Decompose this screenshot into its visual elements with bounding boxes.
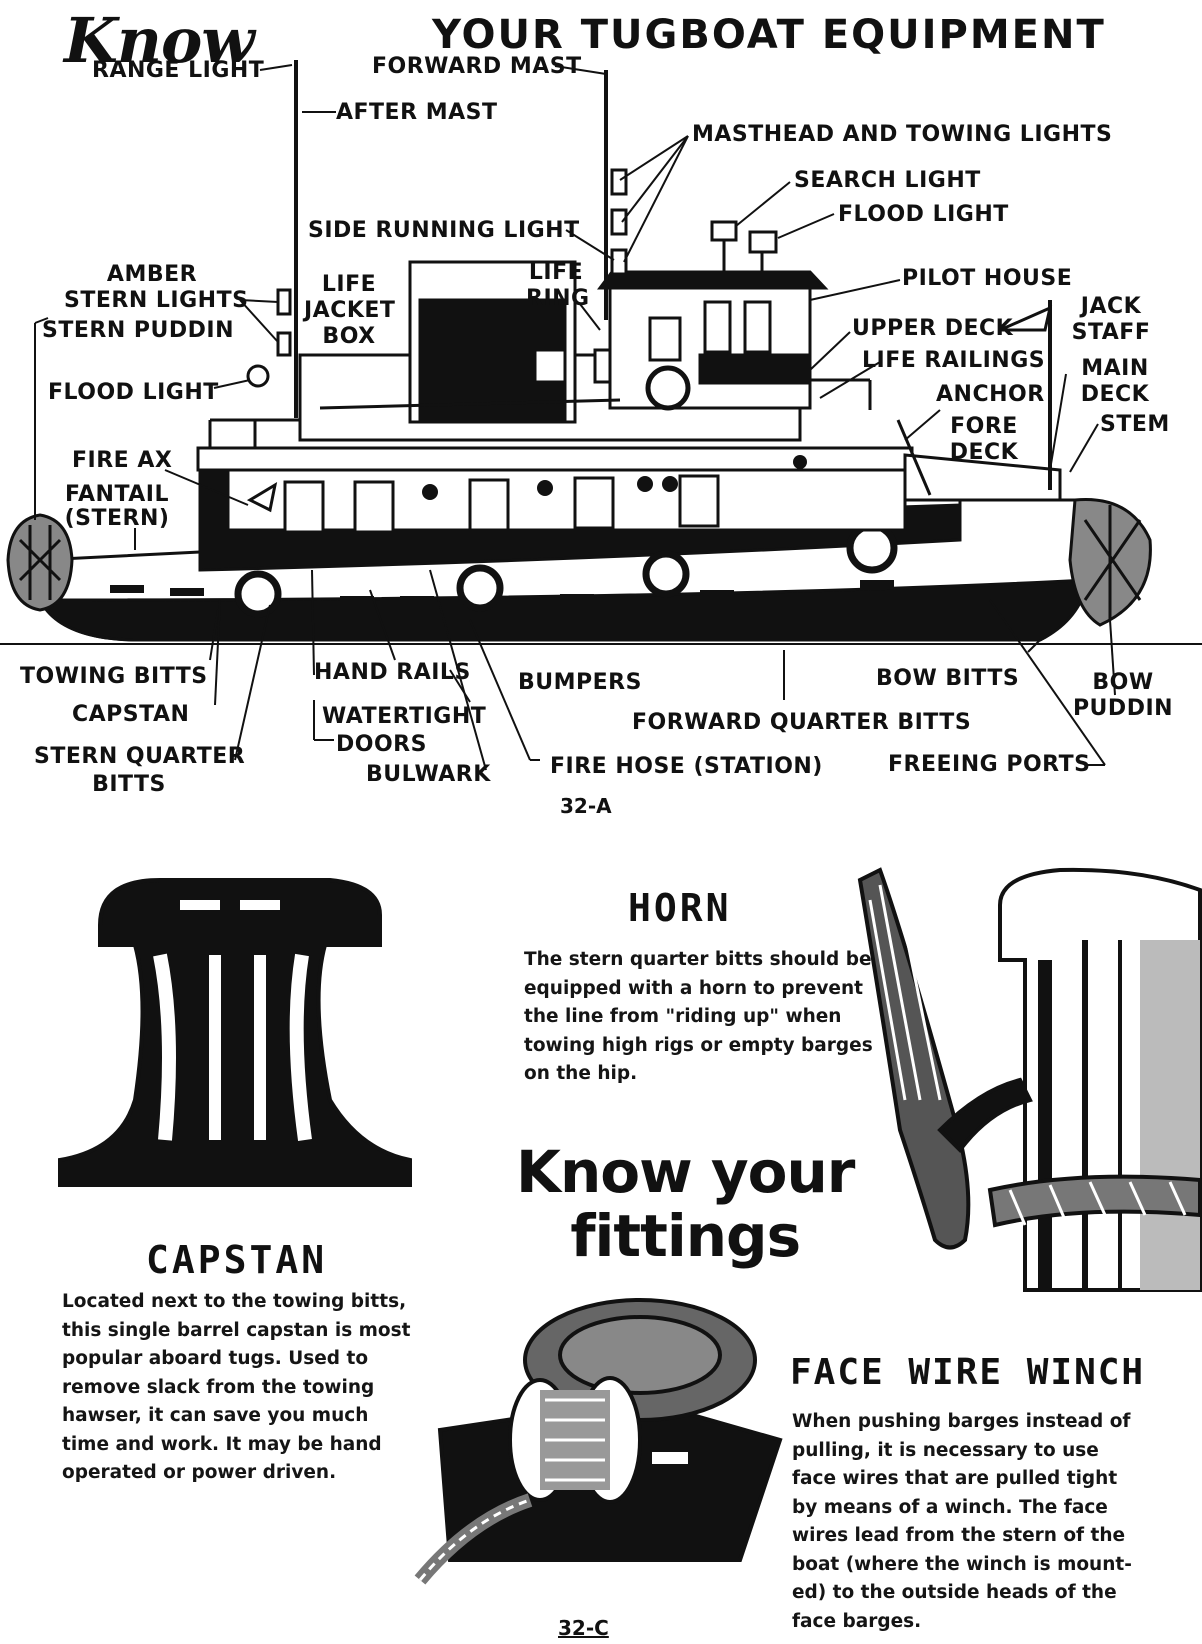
label-stern-quarter-2: BITTS [92, 772, 166, 797]
label-anchor: ANCHOR [936, 382, 1045, 407]
capstan-line: this single barrel capstan is most [62, 1319, 411, 1341]
label-life-railings: LIFE RAILINGS [862, 348, 1046, 373]
label-bow-puddin-1: BOW [1092, 670, 1154, 695]
winch-line: face barges. [792, 1610, 922, 1632]
label-flood-light-left: FLOOD LIGHT [48, 380, 219, 405]
label-side-running-light: SIDE RUNNING LIGHT [308, 218, 580, 243]
label-watertight: WATERTIGHT [322, 704, 487, 729]
fittings-line-2: fittings [570, 1202, 801, 1270]
winch-line: boat (where the winch is mount- [792, 1553, 1132, 1575]
capstan-line: Located next to the towing bitts, [62, 1291, 407, 1312]
title-know: Know [64, 4, 255, 77]
capstan-line: remove slack from the towing [62, 1376, 375, 1398]
winch-line: face wires that are pulled tight [792, 1468, 1118, 1489]
label-fore-deck-2: DECK [949, 440, 1019, 465]
label-search-light: SEARCH LIGHT [794, 168, 981, 193]
horn-line: equipped with a horn to prevent [524, 977, 863, 999]
capstan-line: hawser, it can save you much [62, 1405, 369, 1426]
winch-heading: FACE WIRE WINCH [790, 1352, 1146, 1393]
label-amber-2: STERN LIGHTS [64, 288, 249, 313]
horn-line: towing high rigs or empty barges [524, 1034, 873, 1056]
label-amber-1: AMBER [106, 262, 198, 287]
label-stern-puddin: STERN PUDDIN [42, 318, 235, 343]
label-life-ring-2: RING [526, 286, 590, 311]
label-life-jacket-1: LIFE [321, 272, 377, 297]
know-your-fittings-heading: Know your fittings [516, 1138, 855, 1270]
horn-line: The stern quarter bitts should be [524, 949, 872, 970]
label-jack-staff-1: JACK [1080, 294, 1142, 319]
label-freeing-ports: FREEING PORTS [888, 752, 1091, 777]
capstan-illustration [58, 878, 412, 1187]
label-bow-bitts: BOW BITTS [876, 666, 1020, 691]
title-rest: YOUR TUGBOAT EQUIPMENT [432, 12, 1106, 58]
label-jack-staff-2: STAFF [1071, 320, 1151, 345]
label-life-ring-1: LIFE [528, 260, 584, 285]
label-stern-quarter-1: STERN QUARTER [34, 744, 246, 769]
fittings-line-1: Know your [516, 1138, 855, 1206]
horn-line: the line from "riding up" when [524, 1006, 842, 1027]
label-range-light: RANGE LIGHT [92, 58, 265, 83]
label-after-mast: AFTER MAST [336, 100, 498, 125]
label-upper-deck: UPPER DECK [852, 316, 1014, 341]
label-fantail-2: (STERN) [64, 506, 170, 531]
figure-label-32c: 32-C [558, 1616, 609, 1640]
label-bumpers: BUMPERS [518, 670, 642, 695]
winch-description: When pushing barges instead of pulling, … [792, 1408, 1132, 1636]
capstan-line: popular aboard tugs. Used to [62, 1348, 369, 1369]
tugboat-illustration [0, 60, 1202, 645]
label-capstan: CAPSTAN [72, 702, 190, 727]
label-forward-mast: FORWARD MAST [372, 54, 582, 79]
horn-line: on the hip. [524, 1063, 638, 1084]
capstan-line: time and work. It may be hand [62, 1433, 382, 1455]
label-flood-light-top: FLOOD LIGHT [838, 202, 1009, 227]
label-hand-rails: HAND RAILS [314, 660, 471, 685]
winch-line: wires lead from the stern of the [792, 1525, 1126, 1546]
leader-lines [34, 64, 1116, 771]
label-towing-bitts: TOWING BITTS [20, 664, 208, 689]
horn-description: The stern quarter bitts should be equipp… [524, 946, 873, 1089]
label-life-jacket-2: JACKET [304, 298, 396, 323]
label-fire-hose: FIRE HOSE (STATION) [550, 754, 823, 779]
winch-line: ed) to the outside heads of the [792, 1582, 1117, 1603]
horn-illustration [857, 867, 1202, 1292]
horn-heading: HORN [628, 886, 732, 930]
winch-line: by means of a winch. The face [792, 1496, 1108, 1518]
label-main-deck-2: DECK [1080, 382, 1150, 407]
label-main-deck-1: MAIN [1081, 356, 1149, 381]
capstan-heading: CAPSTAN [146, 1238, 328, 1282]
winch-line: When pushing barges instead of [792, 1411, 1131, 1432]
label-masthead-towing-lights: MASTHEAD AND TOWING LIGHTS [692, 122, 1113, 147]
label-stem: STEM [1100, 412, 1170, 437]
capstan-description: Located next to the towing bitts, this s… [62, 1288, 410, 1488]
label-fore-deck-1: FORE [950, 414, 1018, 439]
label-fantail-1: FANTAIL [65, 482, 169, 507]
label-fire-ax: FIRE AX [72, 448, 173, 473]
label-life-jacket-3: BOX [322, 324, 376, 349]
label-bow-puddin-2: PUDDIN [1072, 696, 1174, 721]
label-bulwark: BULWARK [366, 762, 491, 787]
label-forward-quarter-bitts: FORWARD QUARTER BITTS [632, 710, 972, 735]
winch-illustration [414, 1298, 783, 1585]
label-pilot-house: PILOT HOUSE [902, 266, 1073, 291]
winch-line: pulling, it is necessary to use [792, 1439, 1099, 1461]
figure-label-32a: 32-A [560, 794, 612, 818]
label-doors: DOORS [336, 732, 427, 757]
capstan-line: operated or power driven. [62, 1462, 337, 1483]
